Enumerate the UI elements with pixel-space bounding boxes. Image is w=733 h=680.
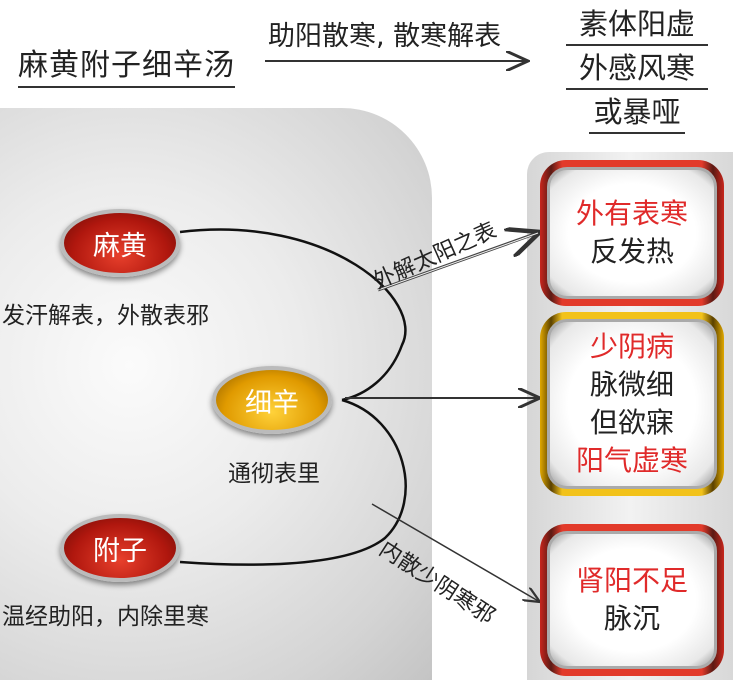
herb-caption-xixin: 通彻表里 [228,461,320,487]
symptom-box-kidney-yang: 肾阳不足 脉沉 [540,524,724,676]
curve-mahuang-xixin [179,228,407,402]
herb-mahuang: 麻黄 [60,209,180,277]
herb-label: 细辛 [245,387,299,419]
herb-label: 麻黄 [93,230,147,262]
formula-title: 麻黄附子细辛汤 [18,40,235,88]
herb-caption-fuzi: 温经助阳，内除里寒 [2,604,209,630]
symptom-box-shaoyin: 少阴病 脉微细 但欲寐 阳气虚寒 [540,312,724,496]
box-line: 外有表寒 [575,197,688,230]
box-line: 少阴病 [589,330,674,363]
box-line: 脉沉 [603,602,660,635]
herb-caption-mahuang: 发汗解表，外散表邪 [2,303,209,329]
box-line: 但欲寐 [589,406,674,439]
box-line: 反发热 [589,235,674,268]
result-line: 或暴哑 [589,92,685,134]
main-arrow-label: 助阳散寒, 散寒解表 [268,21,502,52]
herb-fuzi: 附子 [60,514,180,582]
arrow-bottom [371,503,540,602]
result-text: 素体阳虚 外感风寒 或暴哑 [566,4,708,136]
curve-xixin-fuzi [179,398,407,566]
result-line: 素体阳虚 [566,4,708,46]
herb-xixin: 细辛 [212,366,332,434]
box-line: 肾阳不足 [575,564,688,597]
box-line: 脉微细 [589,368,674,401]
symptom-box-exterior-cold: 外有表寒 反发热 [540,160,724,306]
box-line: 阳气虚寒 [575,444,688,477]
result-line: 外感风寒 [566,48,708,90]
arrow-top-highlight [377,232,539,291]
herb-label: 附子 [93,535,147,567]
